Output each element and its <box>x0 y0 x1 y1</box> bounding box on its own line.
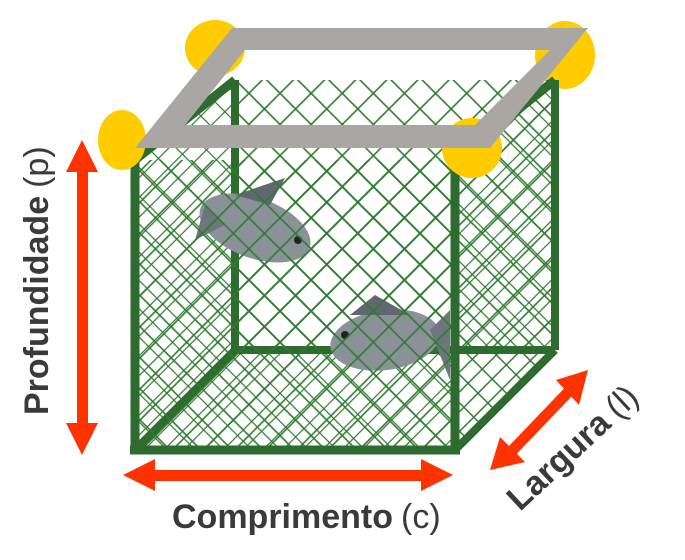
float-front-left <box>98 110 146 170</box>
width-arrow <box>490 370 588 470</box>
length-arrow <box>123 459 453 491</box>
top-frame <box>135 28 588 148</box>
depth-label: Profundidade(p) <box>18 146 56 415</box>
net-front <box>135 160 455 450</box>
depth-arrow <box>66 140 98 455</box>
length-label: Comprimento(c) <box>172 498 441 536</box>
